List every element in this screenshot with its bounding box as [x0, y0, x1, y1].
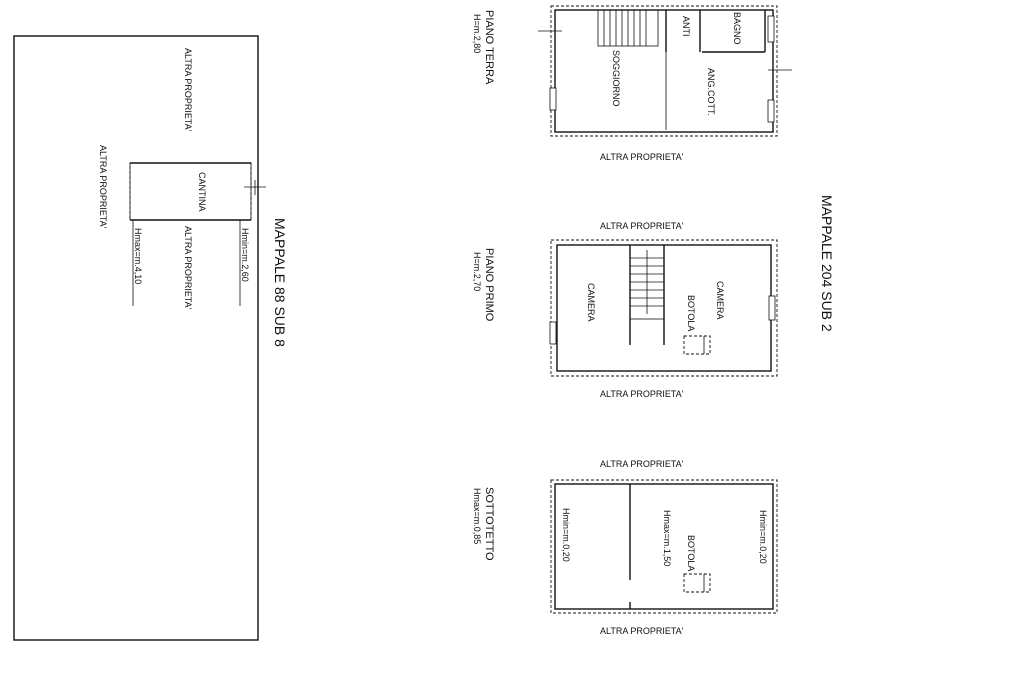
- left-altra-top: ALTRA PROPRIETA': [183, 48, 193, 132]
- piano-terra-plan: [538, 5, 792, 137]
- sottotetto-title: SOTTOTETTO: [483, 487, 495, 561]
- piano-terra-height: H=m.2,80: [472, 14, 482, 53]
- piano-terra-title: PIANO TERRA: [483, 10, 495, 85]
- sottotetto-plan: [550, 479, 778, 614]
- left-hmax-label: Hmax=m.4,10: [133, 228, 143, 284]
- sottotetto-hmax-mid: Hmax=m.1,50: [662, 510, 672, 566]
- piano-primo-altra-top: ALTRA PROPRIETA': [600, 221, 684, 231]
- piano-terra-altra-bottom: ALTRA PROPRIETA': [600, 152, 684, 162]
- room-ang-cott: ANG.COTT.: [706, 68, 716, 116]
- left-altra-left: ALTRA PROPRIETA': [98, 145, 108, 229]
- piano-primo-plan: [549, 239, 778, 377]
- room-soggiorno: SOGGIORNO: [611, 50, 621, 107]
- piano-primo-title: PIANO PRIMO: [483, 248, 495, 322]
- piano-primo-botola: BOTOLA: [686, 295, 696, 331]
- room-bagno: BAGNO: [732, 12, 742, 45]
- piano-primo-altra-bottom: ALTRA PROPRIETA': [600, 389, 684, 399]
- sottotetto-hmin-left: Hmin=m.0,20: [561, 508, 571, 562]
- cantina-label: CANTINA: [197, 172, 207, 212]
- sottotetto-altra-top: ALTRA PROPRIETA': [600, 459, 684, 469]
- sottotetto-hmin-right: Hmin=m.0,20: [758, 510, 768, 564]
- room-camera-right: CAMERA: [715, 281, 725, 320]
- cantina-room: [129, 162, 266, 221]
- piano-primo-height: H=m.2,70: [472, 252, 482, 291]
- parcel-88-outline: [13, 35, 259, 641]
- left-hmin-label: Hmin=m.2,60: [240, 228, 250, 282]
- parcel-88-title: MAPPALE 88 SUB 8: [272, 218, 288, 347]
- parcel-204-title: MAPPALE 204 SUB 2: [819, 195, 835, 332]
- sottotetto-botola: BOTOLA: [686, 535, 696, 571]
- sottotetto-altra-bottom: ALTRA PROPRIETA': [600, 626, 684, 636]
- sottotetto-height: Hmax=m.0,85: [472, 488, 482, 544]
- room-camera-left: CAMERA: [586, 283, 596, 322]
- room-anti: ANTI: [681, 16, 691, 37]
- left-altra-right: ALTRA PROPRIETA': [183, 226, 193, 310]
